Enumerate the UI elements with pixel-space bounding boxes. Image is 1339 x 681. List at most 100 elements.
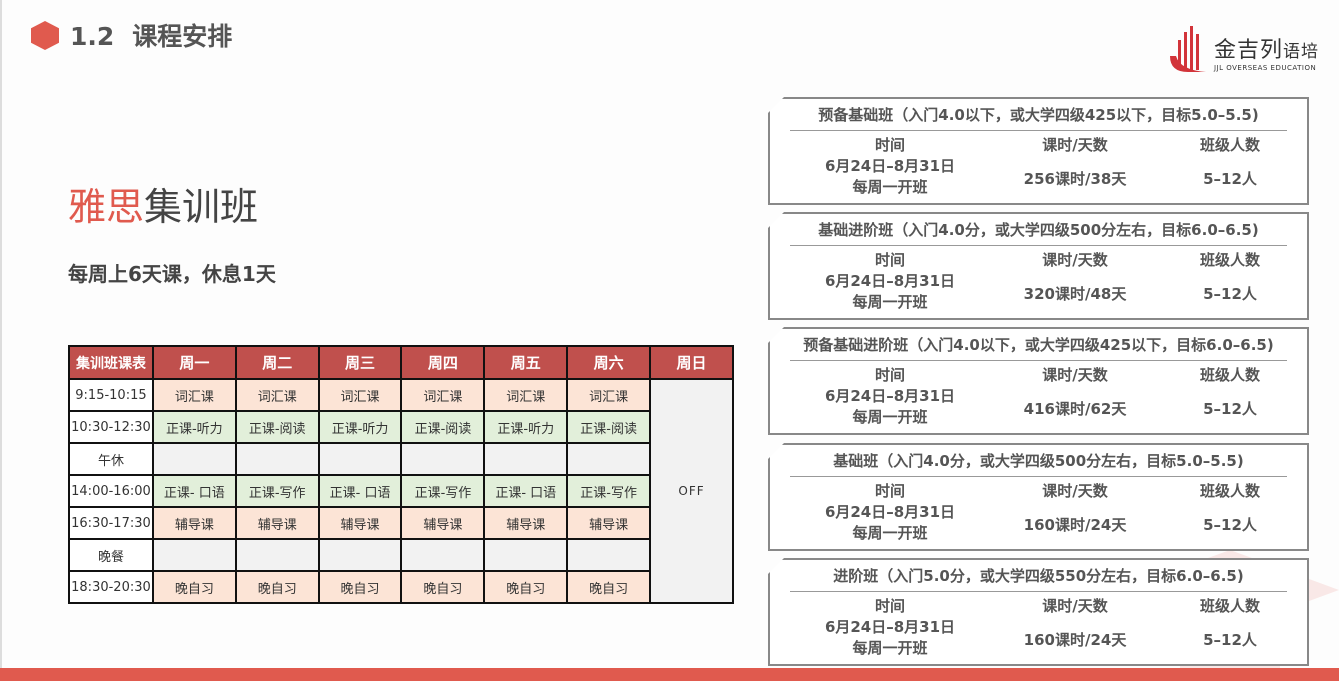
section-number: 1.2: [70, 22, 115, 51]
class-cell: 正课-阅读: [234, 410, 320, 444]
class-cell: 晚自习: [317, 570, 403, 604]
title-highlight: 雅思: [68, 185, 145, 229]
hours-label: 课时/天数: [1042, 136, 1108, 154]
class-cell: [234, 538, 320, 572]
class-cell: 正课-写作: [400, 474, 486, 508]
course-title: 基础班（入门4.0分，或大学四级500分左右，目标5.0–5.5): [790, 450, 1287, 477]
course-start: 每周一开班: [852, 178, 928, 196]
class-size: 5–12人: [1203, 516, 1257, 534]
class-cell: 晚自习: [566, 570, 652, 604]
course-hours: 160课时/24天: [1023, 516, 1127, 534]
time-cell: 午休: [68, 442, 154, 476]
class-cell: [234, 442, 320, 476]
class-cell: 正课-阅读: [566, 410, 652, 444]
class-cell: 辅导课: [317, 506, 403, 540]
hexagon-bullet-icon: [31, 21, 59, 50]
day-header: 周日: [649, 345, 734, 380]
class-cell: 词汇课: [400, 378, 486, 412]
class-cell: [400, 538, 486, 572]
day-header: 周一: [151, 345, 237, 380]
logo-english: JJL OVERSEAS EDUCATION: [1214, 64, 1317, 72]
course-start: 每周一开班: [852, 639, 928, 657]
class-cell: [566, 442, 652, 476]
course-dates: 6月24日–8月31日: [824, 157, 956, 175]
class-cell: 辅导课: [151, 506, 237, 540]
logo-name: 金吉列: [1214, 38, 1284, 63]
course-hours: 320课时/48天: [1023, 285, 1127, 303]
class-size: 5–12人: [1203, 631, 1257, 649]
course-title: 进阶班（入门5.0分，或大学四级550分左右，目标6.0–6.5): [790, 565, 1287, 592]
class-cell: 正课- 口语: [151, 474, 237, 508]
hours-label: 课时/天数: [1042, 482, 1108, 500]
class-size: 5–12人: [1203, 170, 1257, 188]
class-cell: 正课-阅读: [400, 410, 486, 444]
size-label: 班级人数: [1199, 366, 1260, 384]
class-cell: 辅导课: [566, 506, 652, 540]
sunday-off-cell: OFF: [649, 378, 734, 604]
course-dates: 6月24日–8月31日: [824, 272, 956, 290]
title-rest: 集训班: [144, 185, 259, 229]
class-cell: 正课- 口语: [483, 474, 569, 508]
class-cell: 词汇课: [234, 378, 320, 412]
course-hours: 160课时/24天: [1023, 631, 1127, 649]
class-cell: 辅导课: [483, 506, 569, 540]
class-cell: [151, 442, 237, 476]
time-cell: 16:30-17:30: [68, 506, 154, 540]
table-row: 晚餐: [68, 538, 733, 572]
class-cell: 晚自习: [400, 570, 486, 604]
footer-bar: [0, 668, 1339, 681]
size-label: 班级人数: [1199, 482, 1260, 500]
class-cell: 辅导课: [234, 506, 320, 540]
class-cell: [483, 442, 569, 476]
time-label: 时间: [874, 366, 905, 384]
time-label: 时间: [874, 251, 905, 269]
class-cell: [317, 442, 403, 476]
class-size: 5–12人: [1203, 285, 1257, 303]
day-header: 周六: [566, 345, 652, 380]
class-cell: 晚自习: [151, 570, 237, 604]
course-dates: 6月24日–8月31日: [824, 503, 956, 521]
hours-label: 课时/天数: [1042, 597, 1108, 615]
hours-label: 课时/天数: [1042, 251, 1108, 269]
class-cell: [400, 442, 486, 476]
course-dates: 6月24日–8月31日: [824, 387, 956, 405]
size-label: 班级人数: [1199, 597, 1260, 615]
course-title: 预备基础班（入门4.0以下，或大学四级425以下，目标5.0–5.5): [790, 104, 1287, 131]
class-cell: [483, 538, 569, 572]
logo-suffix: 语培: [1283, 42, 1320, 62]
time-label: 时间: [874, 597, 905, 615]
class-cell: 词汇课: [483, 378, 569, 412]
class-cell: 正课-听力: [483, 410, 569, 444]
class-size: 5–12人: [1203, 400, 1257, 418]
size-label: 班级人数: [1199, 251, 1260, 269]
course-start: 每周一开班: [852, 524, 928, 542]
course-card: 预备基础进阶班（入门4.0以下，或大学四级425以下，目标6.0–6.5) 时间…: [768, 327, 1309, 435]
time-cell: 10:30-12:30: [68, 410, 154, 444]
course-hours: 256课时/38天: [1023, 170, 1127, 188]
logo-mark-icon: [1170, 26, 1206, 72]
class-cell: [566, 538, 652, 572]
class-cell: 词汇课: [317, 378, 403, 412]
page-edge: [0, 0, 2, 681]
class-cell: 词汇课: [566, 378, 652, 412]
section-title: 课程安排: [132, 22, 233, 51]
class-cell: 辅导课: [400, 506, 486, 540]
size-label: 班级人数: [1199, 136, 1260, 154]
class-cell: 晚自习: [234, 570, 320, 604]
time-cell: 14:00-16:00: [68, 474, 154, 508]
class-cell: [151, 538, 237, 572]
course-start: 每周一开班: [852, 293, 928, 311]
course-dates: 6月24日–8月31日: [824, 618, 956, 636]
class-cell: 正课-听力: [151, 410, 237, 444]
time-cell: 18:30-20:30: [68, 570, 154, 604]
class-cell: 词汇课: [151, 378, 237, 412]
time-label: 时间: [874, 136, 905, 154]
